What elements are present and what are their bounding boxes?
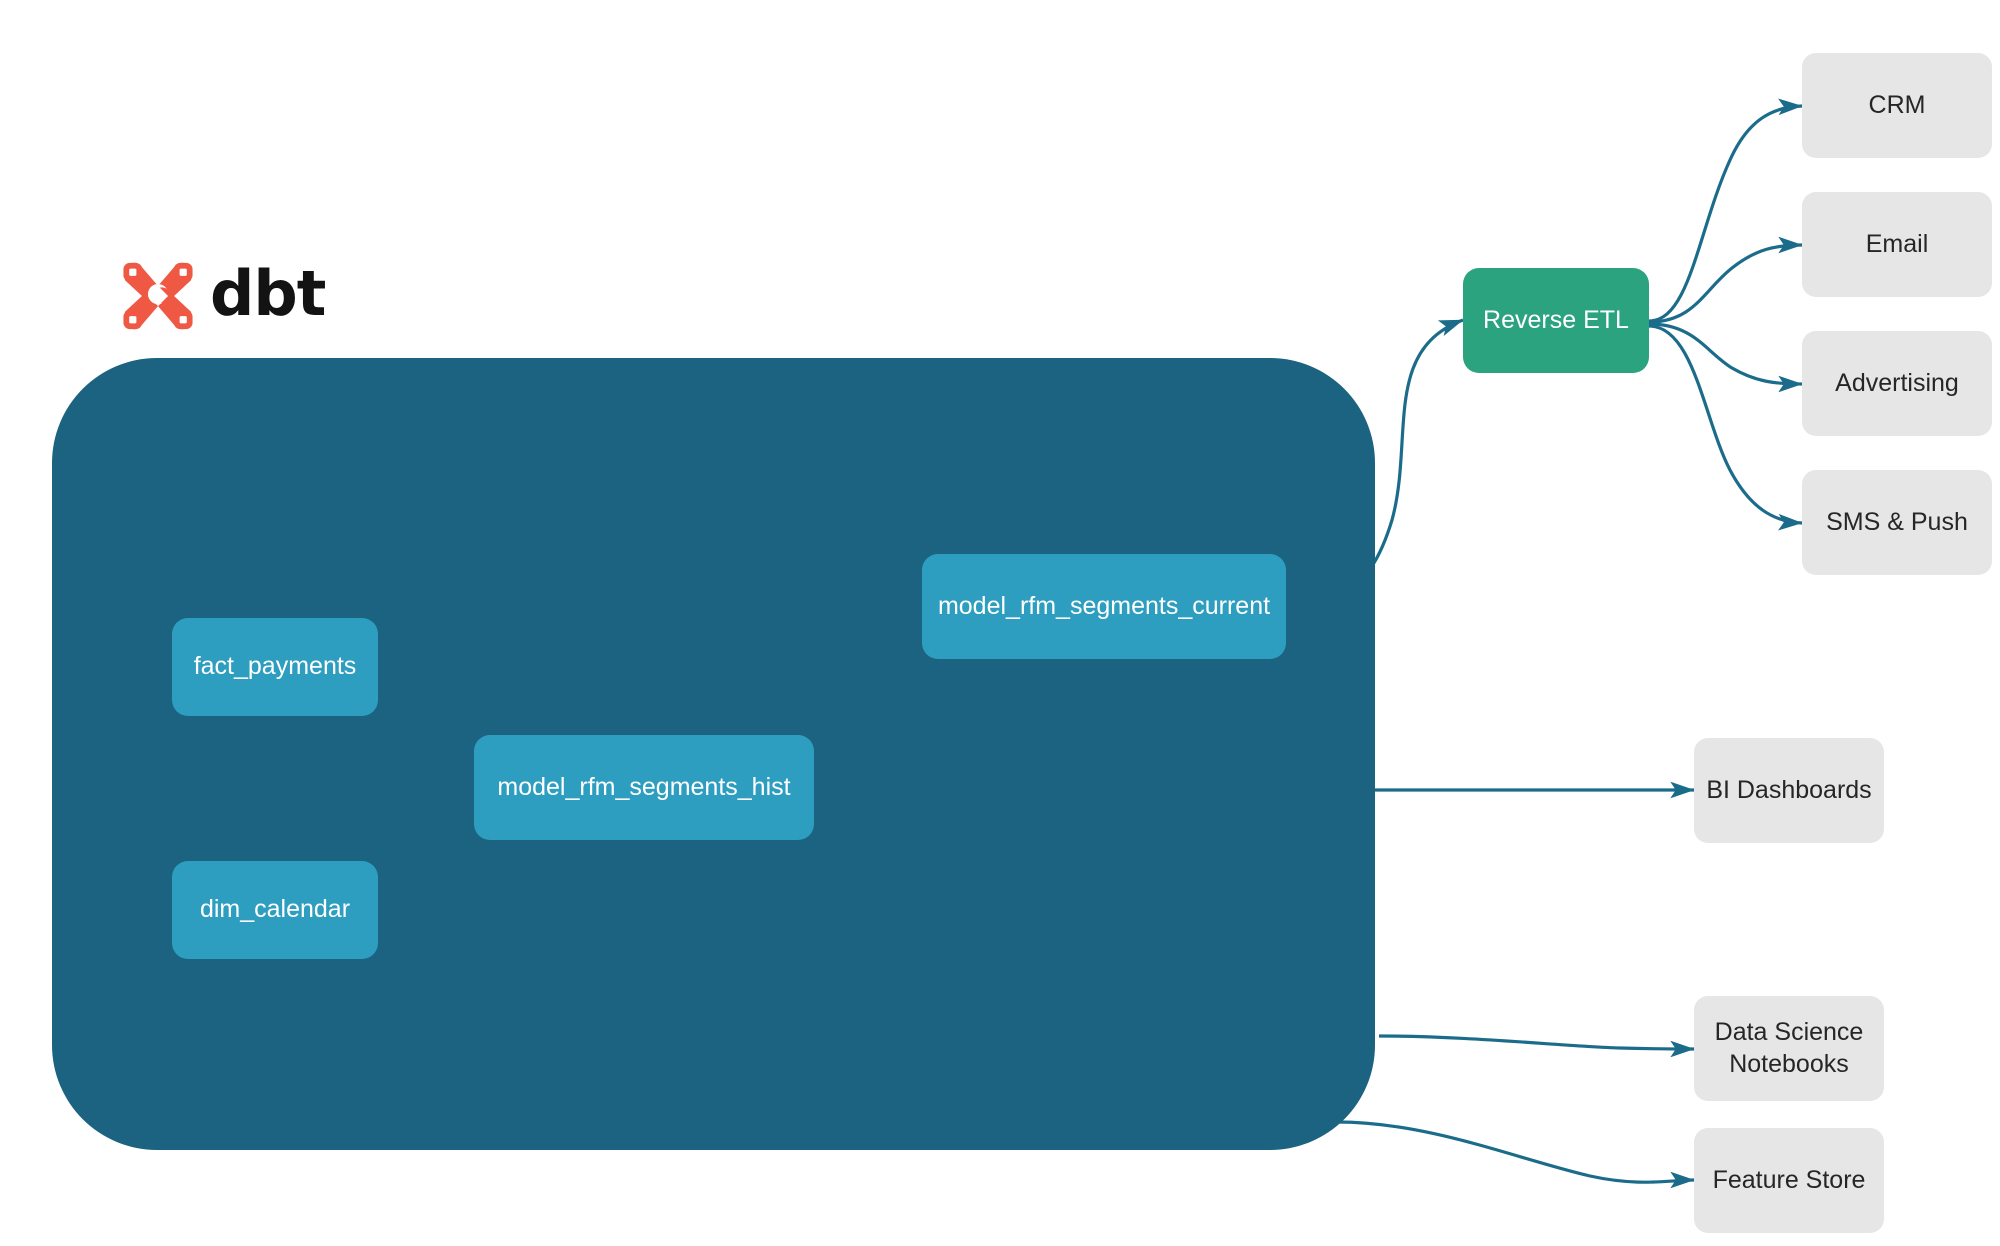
node-sms-push[interactable]: SMS & Push bbox=[1802, 470, 1992, 575]
node-advertising[interactable]: Advertising bbox=[1802, 331, 1992, 436]
node-email[interactable]: Email bbox=[1802, 192, 1992, 297]
node-label-model-rfm-segments-current: model_rfm_segments_current bbox=[937, 591, 1271, 620]
node-label-fact-payments: fact_payments bbox=[193, 652, 357, 681]
dbt-logo: dbt bbox=[122, 258, 332, 334]
node-label-model-rfm-segments-hist: model_rfm_segments_hist bbox=[497, 772, 791, 801]
node-label-crm: CRM bbox=[1868, 90, 1926, 119]
node-bi-dashboards[interactable]: BI Dashboards bbox=[1694, 738, 1884, 843]
node-label-advertising: Advertising bbox=[1835, 368, 1959, 397]
dbt-wordmark: dbt bbox=[210, 257, 326, 330]
node-label-data-science-notebooks: Data Science Notebooks bbox=[1714, 1018, 1864, 1078]
edge-hist-to-ds-notebooks bbox=[1378, 1034, 1695, 1058]
edge-reverse-etl-to-crm bbox=[1648, 98, 1803, 323]
node-label-reverse-etl: Reverse ETL bbox=[1483, 305, 1629, 334]
node-feature-store[interactable]: Feature Store bbox=[1694, 1128, 1884, 1233]
node-label-sms-push: SMS & Push bbox=[1826, 507, 1968, 536]
edge-reverse-etl-to-email bbox=[1648, 236, 1803, 324]
node-crm[interactable]: CRM bbox=[1802, 53, 1992, 158]
edge-hist-to-feature-store bbox=[1336, 1120, 1695, 1189]
node-label-bi-dashboards: BI Dashboards bbox=[1706, 775, 1872, 804]
node-reverse-etl[interactable]: Reverse ETL bbox=[1463, 268, 1649, 373]
dbt-x-logo-icon bbox=[123, 262, 193, 330]
node-model-rfm-segments-current[interactable]: model_rfm_segments_current bbox=[922, 554, 1286, 659]
node-dim-calendar[interactable]: dim_calendar bbox=[172, 861, 378, 959]
edge-reverse-etl-to-sms-push bbox=[1648, 324, 1803, 531]
node-label-feature-store: Feature Store bbox=[1712, 1165, 1866, 1194]
node-fact-payments[interactable]: fact_payments bbox=[172, 618, 378, 716]
node-label-dim-calendar: dim_calendar bbox=[199, 895, 351, 924]
node-model-rfm-segments-hist[interactable]: model_rfm_segments_hist bbox=[474, 735, 814, 840]
edge-reverse-etl-to-advertising bbox=[1648, 322, 1803, 393]
node-label-email: Email bbox=[1865, 229, 1929, 258]
node-data-science-notebooks[interactable]: Data Science Notebooks bbox=[1694, 996, 1884, 1101]
